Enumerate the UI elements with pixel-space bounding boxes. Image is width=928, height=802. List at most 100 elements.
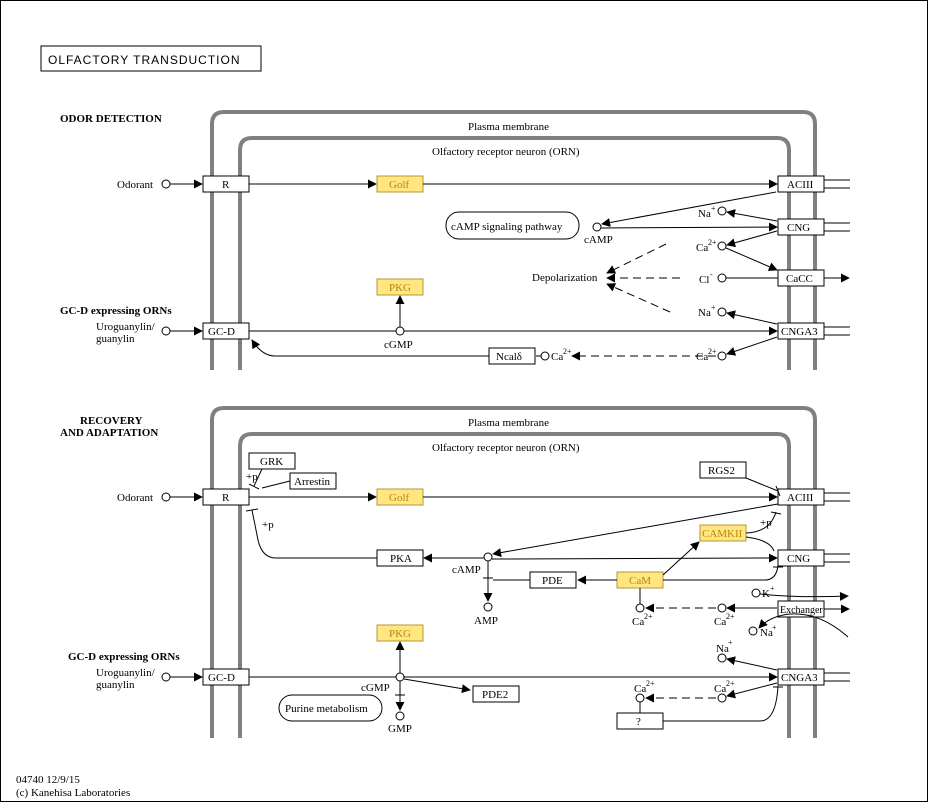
k-label: K bbox=[762, 588, 770, 600]
na-node-2 bbox=[717, 307, 727, 317]
camp-node bbox=[592, 222, 602, 232]
na-ex-node bbox=[748, 626, 758, 636]
ca-sup-3: 2+ bbox=[708, 347, 717, 356]
recovery-adaptation-section: RECOVERY AND ADAPTATION GC-D expressing … bbox=[60, 406, 850, 738]
cam-label: CaM bbox=[629, 575, 651, 587]
ca-cam-node bbox=[635, 603, 645, 613]
ca-label-1: Ca bbox=[696, 242, 708, 254]
na-cng-sup: + bbox=[728, 638, 733, 647]
pde2-box[interactable] bbox=[472, 685, 520, 703]
pkg-label: PKG bbox=[389, 282, 411, 294]
plus-p-label-2: +p bbox=[262, 519, 274, 531]
cnga3-box[interactable] bbox=[777, 322, 825, 340]
cgmp-label-2: cGMP bbox=[361, 682, 390, 694]
ca-mid-node bbox=[717, 603, 727, 613]
cgmp-label: cGMP bbox=[384, 339, 413, 351]
ca-cam-label: Ca bbox=[632, 616, 644, 628]
aciii-box[interactable] bbox=[777, 175, 825, 193]
pde-label: PDE bbox=[542, 575, 563, 587]
odorant-label-2: Odorant bbox=[117, 492, 153, 504]
odorant-node-2 bbox=[161, 492, 171, 502]
guanylin-label-2: guanylin bbox=[96, 679, 135, 691]
ca-l-sup: 2+ bbox=[646, 679, 655, 688]
golf-label: Golf bbox=[389, 179, 410, 191]
arrestin-label: Arrestin bbox=[294, 476, 331, 488]
cnga3-label-2: CNGA3 bbox=[781, 672, 818, 684]
grk-label: GRK bbox=[260, 456, 283, 468]
orn-outline bbox=[238, 136, 791, 370]
na-ex-sup: + bbox=[772, 623, 777, 632]
rgs2-label: RGS2 bbox=[708, 465, 735, 477]
gcd-label: GC-D bbox=[208, 326, 235, 338]
cnga3-box-2[interactable] bbox=[777, 668, 825, 686]
ca-l-label: Ca bbox=[634, 683, 646, 695]
camp-pathway-box[interactable] bbox=[445, 211, 580, 240]
odor-detection-label: ODOR DETECTION bbox=[60, 113, 162, 125]
cng-box[interactable] bbox=[777, 218, 825, 236]
na-sup-2: + bbox=[711, 303, 716, 312]
cl-node bbox=[717, 273, 727, 283]
page-title: OLFACTORY TRANSDUCTION bbox=[48, 53, 240, 67]
grk-box[interactable] bbox=[248, 452, 296, 470]
cgmp-node-2 bbox=[395, 672, 405, 682]
recovery-label: RECOVERY bbox=[80, 415, 143, 427]
ca-mid-sup: 2+ bbox=[726, 612, 735, 621]
guanylin-label: guanylin bbox=[96, 333, 135, 345]
ca-node-3 bbox=[717, 351, 727, 361]
r-label-2: R bbox=[222, 492, 230, 504]
camp-label: cAMP bbox=[584, 234, 613, 246]
pkg-box-2[interactable] bbox=[376, 624, 424, 642]
aciii-box-2[interactable] bbox=[777, 488, 825, 506]
gmp-label: GMP bbox=[388, 723, 412, 735]
ca-node-1 bbox=[717, 241, 727, 251]
cacc-label: CaCC bbox=[786, 273, 813, 285]
pka-box[interactable] bbox=[376, 549, 424, 567]
camp-pathway-label: cAMP signaling pathway bbox=[451, 221, 563, 233]
ncald-label: Ncalδ bbox=[496, 351, 522, 363]
cgmp-node bbox=[395, 326, 405, 336]
gcd-orns-label-2: GC-D expressing ORNs bbox=[68, 651, 180, 663]
plus-p-label-3: +p bbox=[760, 517, 772, 529]
cl-sup: - bbox=[710, 270, 713, 279]
aciii-label: ACIII bbox=[787, 179, 814, 191]
ca-node-2 bbox=[540, 351, 550, 361]
orn-label: Olfactory receptor neuron (ORN) bbox=[432, 146, 580, 158]
gcd-orns-label: GC-D expressing ORNs bbox=[60, 305, 172, 317]
rgs2-box[interactable] bbox=[699, 461, 747, 479]
uroguanylin-label-2: Uroguanylin/ bbox=[96, 667, 156, 679]
odorant-label: Odorant bbox=[117, 179, 153, 191]
purine-metabolism-box[interactable] bbox=[278, 694, 383, 722]
ca-r-label: Ca bbox=[714, 683, 726, 695]
k-sup: + bbox=[770, 584, 775, 593]
na-sup-1: + bbox=[711, 204, 716, 213]
golf-label-2: Golf bbox=[389, 492, 410, 504]
ca-cam-sup: 2+ bbox=[644, 612, 653, 621]
copyright: (c) Kanehisa Laboratories bbox=[16, 787, 130, 799]
cl-label: Cl bbox=[699, 274, 709, 286]
ca-r-node bbox=[717, 693, 727, 703]
gmp-node bbox=[395, 711, 405, 721]
cng-box-2[interactable] bbox=[777, 549, 825, 567]
cng-label-2: CNG bbox=[787, 553, 810, 565]
gcd-label-2: GC-D bbox=[208, 672, 235, 684]
ca-mid-label: Ca bbox=[714, 616, 726, 628]
k-node bbox=[751, 588, 761, 598]
ca-label-3: Ca bbox=[696, 351, 708, 363]
ca-r-sup: 2+ bbox=[726, 679, 735, 688]
plasma-membrane-label-2: Plasma membrane bbox=[468, 417, 549, 429]
plasma-membrane-label: Plasma membrane bbox=[468, 121, 549, 133]
amp-node bbox=[483, 602, 493, 612]
na-label-2: Na bbox=[698, 307, 711, 319]
na-node-1 bbox=[717, 206, 727, 216]
cng-label: CNG bbox=[787, 222, 810, 234]
plasma-membrane-outline-2 bbox=[210, 406, 817, 738]
pkg-box[interactable] bbox=[376, 278, 424, 296]
na-ex-label: Na bbox=[760, 627, 773, 639]
odor-detection-section: ODOR DETECTION GC-D expressing ORNs Plas… bbox=[60, 110, 850, 370]
camkii-label: CAMKII bbox=[702, 528, 743, 540]
aciii-label-2: ACIII bbox=[787, 492, 814, 504]
uroguanylin-node bbox=[161, 326, 171, 336]
uroguanylin-label: Uroguanylin/ bbox=[96, 321, 156, 333]
pkg-label-2: PKG bbox=[389, 628, 411, 640]
